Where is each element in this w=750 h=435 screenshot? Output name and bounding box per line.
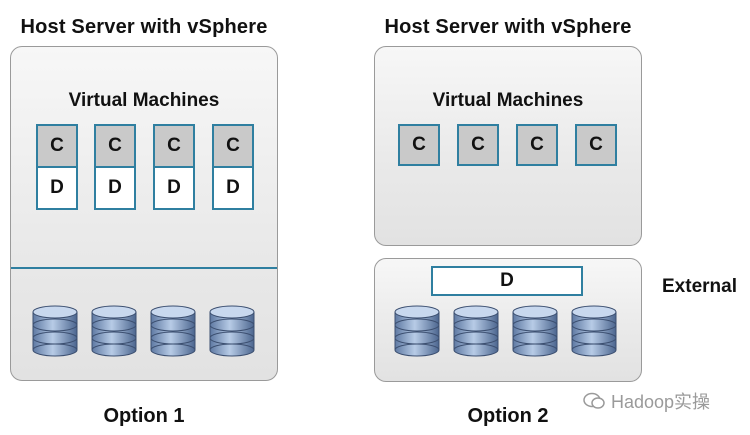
option2-header: Host Server with vSphere <box>384 16 632 38</box>
option2-compute-box: C <box>575 124 617 166</box>
option1-caption: Option 1 <box>103 405 185 427</box>
option1-data-box: D <box>36 166 78 210</box>
option1-compute-box: C <box>94 124 136 168</box>
option2-compute-box: C <box>457 124 499 166</box>
option2-vm-title: Virtual Machines <box>432 90 584 111</box>
option1-disk-icon <box>150 305 196 357</box>
option1-data-box: D <box>153 166 195 210</box>
option1-vm-title: Virtual Machines <box>68 90 220 111</box>
option1-compute-box: C <box>36 124 78 168</box>
option1-data-box: D <box>94 166 136 210</box>
option1-disk-icon <box>32 305 78 357</box>
chat-bubble-icon <box>583 392 605 409</box>
option2-disk-icon <box>571 305 617 357</box>
option1-divider <box>11 267 277 269</box>
option2-storage-box: D <box>431 266 583 296</box>
option1-compute-box: C <box>153 124 195 168</box>
option2-disk-icon <box>394 305 440 357</box>
option1-disk-icon <box>91 305 137 357</box>
option2-caption: Option 2 <box>467 405 549 427</box>
watermark: Hadoop实操 <box>583 388 710 414</box>
option2-disk-icon <box>453 305 499 357</box>
option2-compute-box: C <box>398 124 440 166</box>
option1-data-box: D <box>212 166 254 210</box>
option1-disk-icon <box>209 305 255 357</box>
option1-compute-box: C <box>212 124 254 168</box>
option1-header: Host Server with vSphere <box>20 16 268 38</box>
external-label: External <box>662 276 737 297</box>
option2-compute-box: C <box>516 124 558 166</box>
watermark-text: Hadoop实操 <box>611 392 711 412</box>
option2-disk-icon <box>512 305 558 357</box>
